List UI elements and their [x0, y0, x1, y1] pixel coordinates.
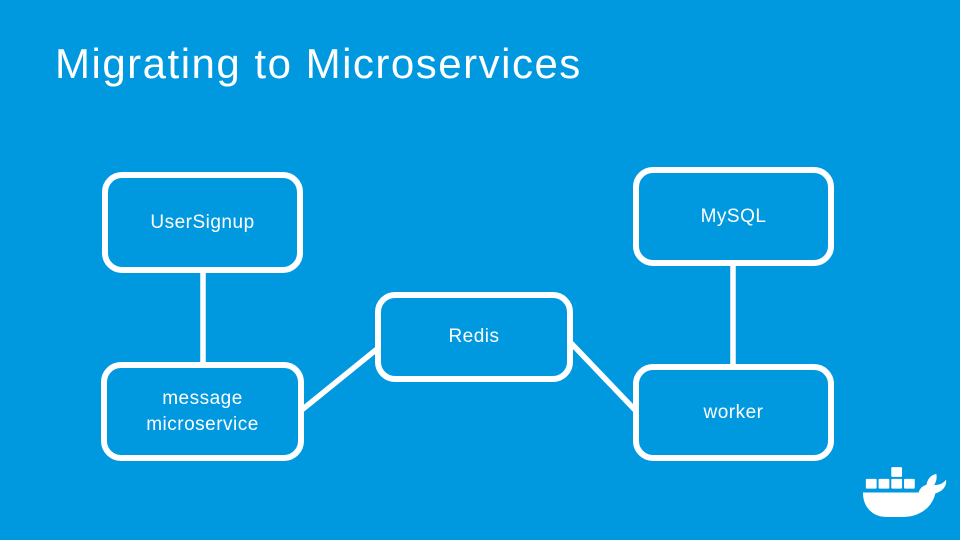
slide-title: Migrating to Microservices: [55, 40, 582, 87]
docker-whale-icon: [860, 461, 948, 525]
node-message-microservice-label: message microservice: [146, 387, 259, 435]
node-redis: Redis: [375, 292, 573, 382]
node-redis-label: Redis: [448, 326, 500, 348]
edge-redis-worker: [568, 340, 638, 413]
edge-message-redis: [300, 346, 380, 412]
node-message-microservice: message microservice: [101, 362, 304, 461]
node-mysql-label: MySQL: [700, 205, 767, 227]
node-usersignup-label: UserSignup: [150, 211, 255, 233]
node-worker: worker: [633, 364, 834, 461]
node-mysql: MySQL: [633, 167, 834, 266]
node-usersignup: UserSignup: [102, 172, 303, 273]
node-worker-label: worker: [703, 401, 764, 423]
